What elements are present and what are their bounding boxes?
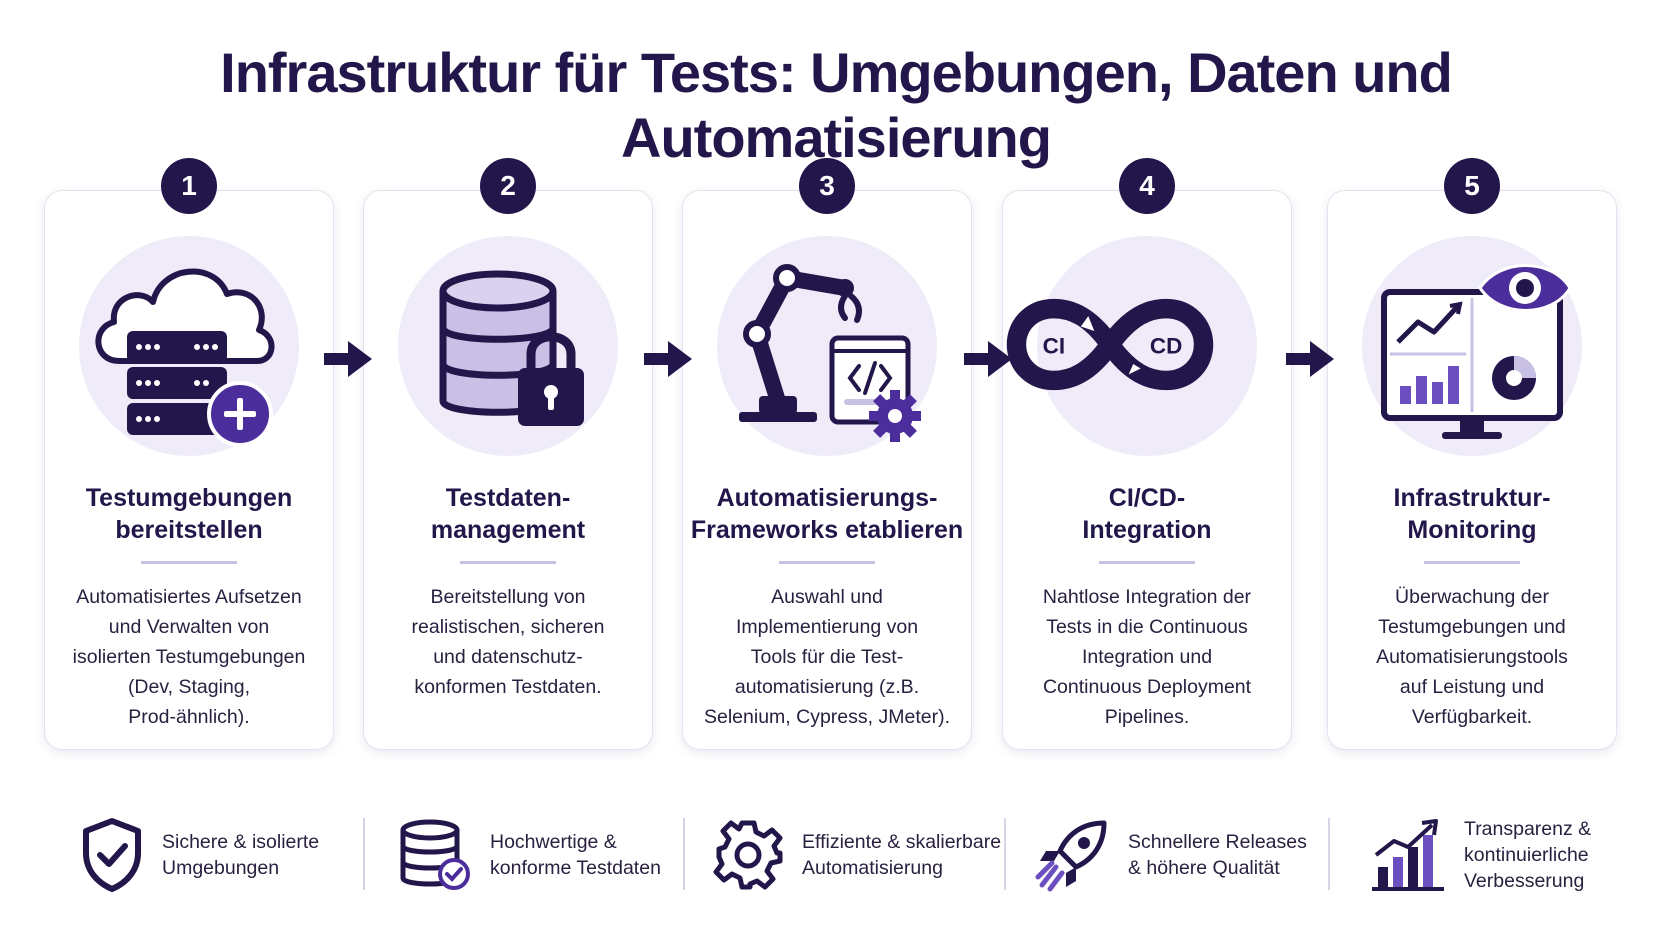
feature-item: Sichere & isolierte Umgebungen	[80, 812, 319, 898]
gear-icon	[713, 820, 783, 890]
feature-label: Hochwertige & konforme Testdaten	[490, 831, 661, 879]
cloud-server-plus-icon	[95, 268, 275, 447]
title-underline	[1099, 561, 1195, 564]
feature-item: Schnellere Releases & höhere Qualität	[1034, 812, 1307, 898]
step-title: CI/CD- Integration	[1082, 484, 1212, 544]
arrow-right-icon	[1286, 341, 1334, 377]
feature-item: Hochwertige & konforme Testdaten	[398, 812, 661, 898]
rocket-icon	[1035, 820, 1107, 892]
divider	[683, 818, 685, 890]
feature-label: Sichere & isolierte Umgebungen	[162, 831, 320, 879]
ci-cd-infinity-icon: CI CD	[1006, 298, 1214, 391]
shield-check-icon	[83, 818, 141, 892]
page-title: Infrastruktur für Tests: Umgebungen, Dat…	[220, 41, 1453, 169]
divider	[1328, 818, 1330, 890]
step-description: Automatisiertes Aufsetzen und Verwalten …	[72, 586, 306, 728]
feature-label: Effiziente & skalierbare Automatisierung	[802, 831, 1002, 879]
divider	[1004, 818, 1006, 890]
cd-label: CD	[1150, 333, 1182, 358]
feature-label: Transparenz & kontinuierliche Verbesseru…	[1464, 818, 1592, 892]
step-title: Infrastruktur- Monitoring	[1393, 484, 1551, 544]
title-underline	[460, 561, 556, 564]
title-underline	[1424, 561, 1520, 564]
ci-label: CI	[1043, 333, 1065, 358]
step-number-badge: 3	[799, 158, 855, 214]
step-description: Bereitstellung von realistischen, sicher…	[411, 586, 605, 698]
step-number-badge: 4	[1119, 158, 1175, 214]
feature-item: Transparenz & kontinuierliche Verbesseru…	[1370, 812, 1591, 898]
feature-item: Effiziente & skalierbare Automatisierung	[712, 812, 1001, 898]
step-description: Auswahl und Implementierung von Tools fü…	[704, 586, 950, 728]
step-description: Überwachung der Testumgebungen und Autom…	[1376, 586, 1568, 728]
arrow-right-icon	[964, 341, 1012, 377]
robot-arm-code-icon	[739, 264, 921, 442]
bar-chart-growth-icon	[1372, 819, 1444, 891]
icon-background	[1037, 236, 1257, 456]
step-number-badge: 1	[161, 158, 217, 214]
arrow-right-icon	[324, 341, 372, 377]
step-title: Automatisierungs- Frameworks etablieren	[690, 484, 964, 544]
title-underline	[141, 561, 237, 564]
feature-label: Schnellere Releases & höhere Qualität	[1128, 831, 1307, 879]
database-lock-icon	[439, 270, 584, 426]
title-underline	[779, 561, 875, 564]
step-title: Testdaten- management	[430, 484, 586, 544]
step-description: Nahtlose Integration der Tests in die Co…	[1042, 586, 1252, 728]
arrow-right-icon	[644, 341, 692, 377]
divider	[363, 818, 365, 890]
step-number-badge: 2	[480, 158, 536, 214]
database-check-icon	[400, 819, 470, 890]
step-title: Testumgebungen bereitstellen	[85, 484, 293, 544]
monitor-eye-icon	[1381, 264, 1572, 439]
step-number-badge: 5	[1444, 158, 1500, 214]
